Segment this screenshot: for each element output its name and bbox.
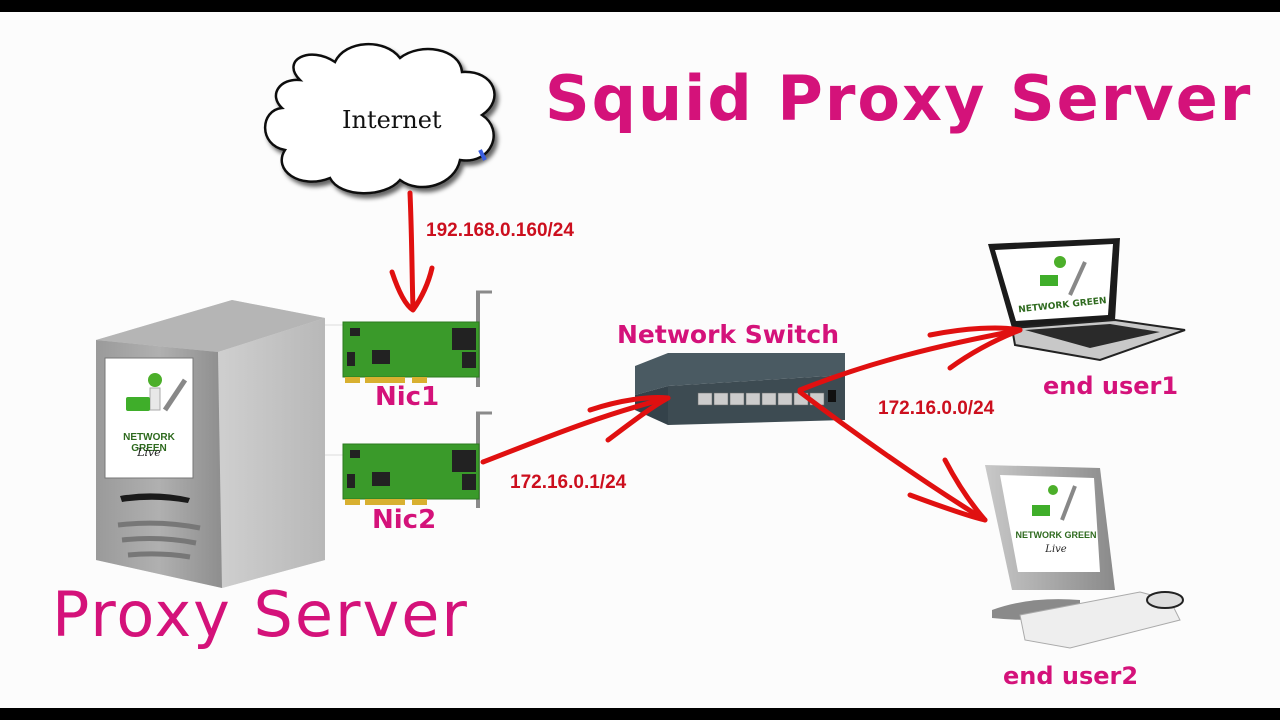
arrow-nic2-to-switch [480, 395, 671, 465]
arrow-head-user1 [927, 325, 1023, 371]
end-user2-label: end user2 [1003, 662, 1139, 690]
arrow-switch-to-user2 [797, 389, 988, 523]
cloud-connector [478, 149, 487, 161]
subnet-label: 172.16.0.0/24 [878, 398, 995, 419]
laptop-icon: NETWORK GREEN [988, 238, 1186, 362]
desktop-computer-icon [985, 465, 1184, 649]
page-title: Squid Proxy Server [545, 62, 1253, 135]
nic1-ip-label: 192.168.0.160/24 [426, 220, 574, 241]
arrow-switch-to-user1 [797, 327, 1023, 393]
server-logo-panel [104, 357, 194, 479]
desktop-logo-text: NETWORK GREEN [1015, 530, 1097, 540]
server-logo-text: NETWORK GREEN [123, 432, 175, 454]
letterbox-bottom [0, 708, 1280, 720]
arrow-head-switch [587, 395, 671, 443]
nic2-label: Nic2 [372, 505, 437, 535]
arrow-head-nic1 [389, 265, 435, 313]
arrow-internet-to-nic1 [407, 190, 416, 311]
nic2-card-icon [342, 411, 492, 508]
end-user1-label: end user1 [1043, 372, 1179, 400]
server-tower-icon [96, 300, 325, 588]
connection-arrows [389, 190, 1023, 523]
proxy-server-label: Proxy Server [52, 578, 469, 651]
internet-label: Internet [342, 106, 442, 134]
nic1-card-icon [342, 290, 492, 387]
arrow-head-user2 [907, 457, 988, 523]
desktop-logo-subtext: Live [1045, 544, 1067, 555]
server-logo-subtext: Live [137, 446, 161, 459]
letterbox-top [0, 0, 1280, 12]
network-switch-icon [635, 353, 845, 425]
nic2-ip-label: 172.16.0.1/24 [510, 472, 627, 493]
network-switch-label: Network Switch [617, 320, 839, 349]
nic1-label: Nic1 [375, 382, 440, 412]
cloud-icon [263, 43, 496, 195]
